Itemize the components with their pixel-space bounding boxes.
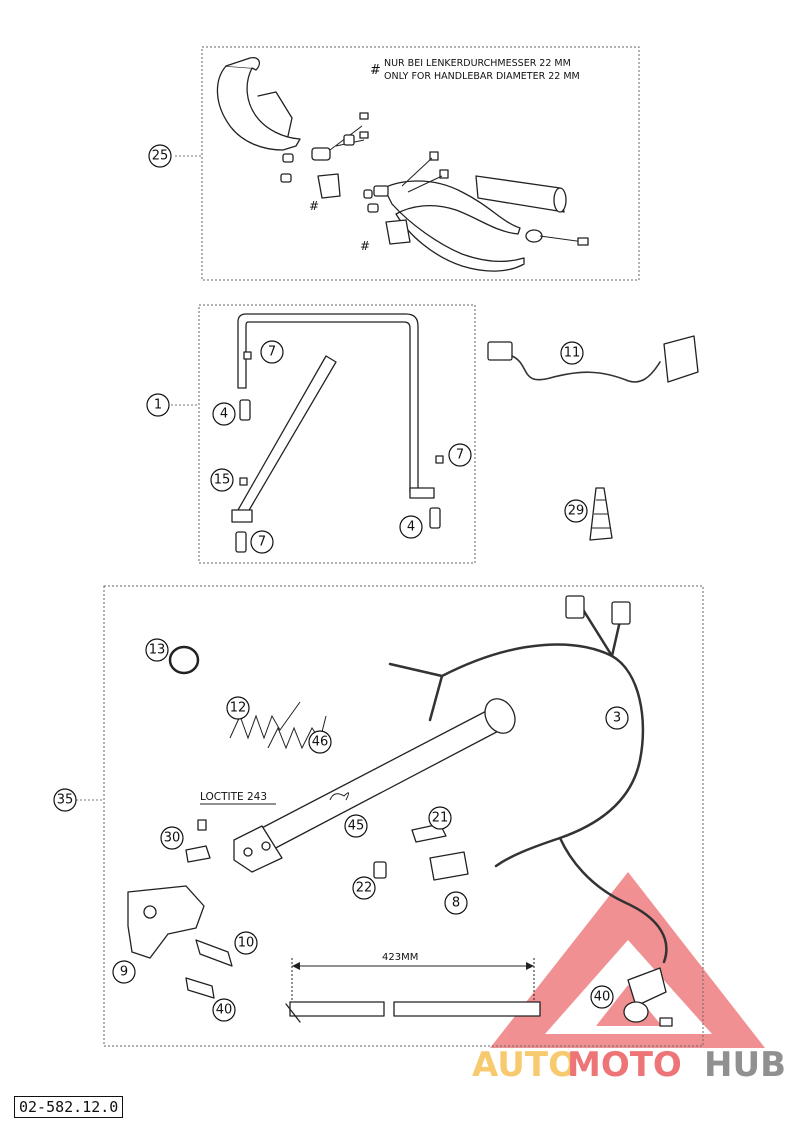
watermark-logo [490, 872, 765, 1048]
callout-1: 1 [146, 393, 170, 417]
callout-7: 7 [448, 443, 472, 467]
callout-number: 10 [238, 936, 255, 951]
callout-number: 15 [214, 473, 231, 488]
callout-35: 35 [53, 788, 77, 812]
note-line-de: NUR BEI LENKERDURCHMESSER 22 MM [384, 58, 571, 69]
callout-number: 40 [594, 990, 611, 1005]
callout-number: 9 [120, 965, 128, 980]
callout-number: 22 [356, 881, 373, 896]
callout-7: 7 [250, 530, 274, 554]
sidestand-kit-box [103, 585, 704, 1047]
callout-3: 3 [605, 706, 629, 730]
svg-text:#: # [309, 199, 319, 213]
callout-22: 22 [352, 876, 376, 900]
callout-40: 40 [212, 998, 236, 1022]
watermark-text-part3: HUB [704, 1045, 786, 1085]
callout-number: 45 [348, 819, 365, 834]
callout-13: 13 [145, 638, 169, 662]
callout-15: 15 [210, 468, 234, 492]
crossbar-drawing [231, 313, 444, 553]
callout-46: 46 [308, 730, 332, 754]
callout-11: 11 [560, 341, 584, 365]
note-line-en: ONLY FOR HANDLEBAR DIAMETER 22 MM [384, 71, 580, 82]
callout-number: 8 [452, 896, 460, 911]
watermark-text: AUTO MOTO HUB [472, 1045, 786, 1085]
callout-number: 46 [312, 735, 329, 750]
callout-number: 4 [407, 520, 415, 535]
callout-number: 35 [57, 793, 74, 808]
callout-30: 30 [160, 826, 184, 850]
callout-21: 21 [428, 806, 452, 830]
loctite-label: LOCTITE 243 [200, 791, 267, 803]
circlip-29-drawing [168, 645, 200, 675]
callout-number: 13 [149, 643, 166, 658]
callout-number: 12 [230, 701, 247, 716]
callout-10: 10 [234, 931, 258, 955]
callout-45: 45 [344, 814, 368, 838]
callout-4: 4 [212, 402, 236, 426]
callout-4: 4 [399, 515, 423, 539]
callout-number: 11 [564, 346, 581, 361]
callout-8: 8 [444, 891, 468, 915]
callout-number: 4 [220, 407, 228, 422]
callout-9: 9 [112, 960, 136, 984]
dimension-drawing [285, 958, 541, 1023]
handguard-left-drawing: # [216, 57, 369, 213]
sidestand-30-drawing [233, 698, 516, 873]
callout-group: 25 1 7 4 15 7 7 4 11 29 13 12 46 3 35 30 45 21 22 8 9 10 40 40 [53, 144, 629, 1022]
callout-12: 12 [226, 696, 250, 720]
callout-number: 30 [164, 831, 181, 846]
svg-text:#: # [360, 239, 370, 253]
crossbar-kit-box [198, 304, 476, 564]
wiring-46-drawing [388, 595, 673, 1027]
watermark-text-part1: AUTO [472, 1045, 577, 1085]
grease-tube-11-drawing [589, 487, 613, 541]
part-number: 02-582.12.0 [14, 1096, 124, 1118]
callout-number: 3 [613, 711, 621, 726]
wiring-15-drawing [487, 335, 699, 383]
callout-number: 25 [152, 149, 169, 164]
handguard-kit-box [201, 46, 640, 281]
callout-number: 21 [432, 811, 449, 826]
callout-number: 7 [268, 345, 276, 360]
callout-number: 7 [456, 448, 464, 463]
handguard-right-drawing: # [360, 151, 589, 272]
callout-number: 40 [216, 1003, 233, 1018]
watermark-text-part2: MOTO [567, 1045, 682, 1085]
callout-25: 25 [148, 144, 172, 168]
dimension-label: 423MM [382, 952, 418, 963]
callout-number: 29 [568, 504, 585, 519]
callout-29: 29 [564, 499, 588, 523]
callout-40: 40 [590, 985, 614, 1009]
callout-number: 7 [258, 535, 266, 550]
callout-number: 1 [154, 398, 162, 413]
note-marker: # [370, 63, 381, 78]
callout-7: 7 [260, 340, 284, 364]
